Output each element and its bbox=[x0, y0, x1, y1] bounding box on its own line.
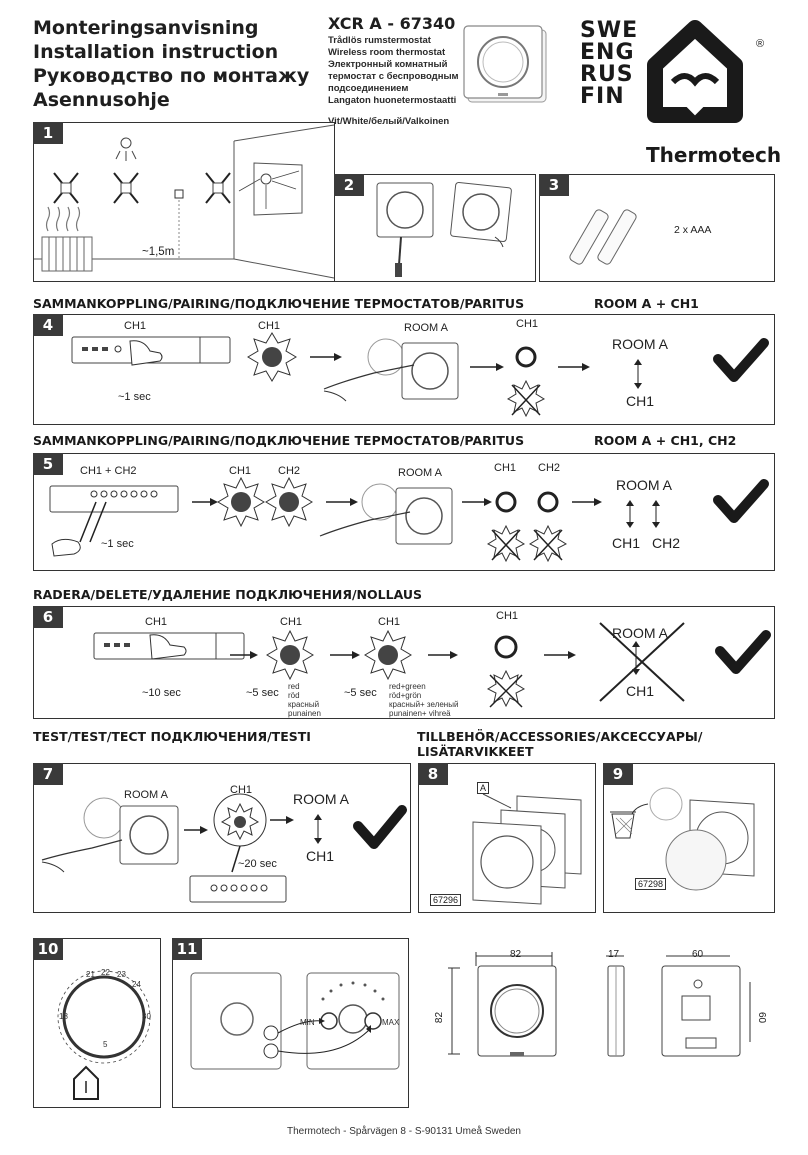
registered-mark: ® bbox=[756, 38, 765, 50]
step-5-room-label: ROOM A bbox=[398, 467, 443, 479]
step-5-pairing-illustration bbox=[49, 476, 769, 563]
brand-name: Thermotech bbox=[646, 143, 782, 167]
step-4-room-result: ROOM A bbox=[612, 336, 669, 352]
step-5-ch1-result: CH1 bbox=[612, 535, 641, 551]
step-5-ch2-result-label: CH2 bbox=[538, 462, 561, 474]
step-number: 7 bbox=[33, 763, 63, 785]
step-6-ch1-redgreen-label: CH1 bbox=[378, 616, 401, 628]
step-7-ch1-label: CH1 bbox=[230, 784, 253, 796]
step-4-room-label: ROOM A bbox=[404, 322, 449, 334]
step-number: 5 bbox=[33, 453, 63, 475]
step-number: 6 bbox=[33, 606, 63, 628]
step-4-ch1-label: CH1 bbox=[124, 320, 147, 332]
step-10-dial-illustration bbox=[57, 970, 151, 1100]
dimension-mount-width: 60 bbox=[692, 949, 704, 960]
title-russian: Руководство по монтажу bbox=[33, 65, 310, 87]
step-4-ch1-result: CH1 bbox=[626, 393, 655, 409]
step-number: 2 bbox=[334, 174, 364, 196]
mount-height-label: ~1,5m bbox=[142, 246, 175, 258]
product-description: Trådlös rumstermostat Wireless room ther… bbox=[328, 35, 459, 106]
section-pairing-single: SAMMANKOPPLING/PAIRING/ПОДКЛЮЧЕНИЕ ТЕРМО… bbox=[33, 296, 525, 311]
step-6-ch1-result: CH1 bbox=[626, 683, 655, 699]
section-test: TEST/TEST/ТЕСТ ПОДКЛЮЧЕНИЯ/TESTI bbox=[33, 729, 311, 744]
step-number: 10 bbox=[33, 938, 63, 960]
title-finnish: Asennusohje bbox=[33, 89, 170, 111]
cover-accessory-code: 67298 bbox=[635, 878, 667, 890]
step-11-limit-setting-illustration bbox=[190, 972, 400, 1070]
step-6-redgreen-colors: red+green röd+grön красный+ зеленый puna… bbox=[389, 682, 459, 718]
section-pairing-single-target: ROOM A + CH1 bbox=[594, 296, 699, 311]
footer-address: Thermotech - Spårvägen 8 - S-90131 Umeå … bbox=[286, 1126, 521, 1137]
dimension-width: 82 bbox=[510, 949, 522, 960]
step-6-ch1-label: CH1 bbox=[145, 616, 168, 628]
step-9-cover-replace-illustration bbox=[610, 787, 755, 891]
accessory-a-tag: A bbox=[477, 782, 490, 794]
section-accessories: TILLBEHÖR/ACCESSORIES/АКСЕССУАРЫ/ bbox=[417, 729, 703, 744]
step-5-room-result: ROOM A bbox=[616, 477, 673, 493]
step-6-ch1-red-label: CH1 bbox=[280, 616, 303, 628]
step-7-room-label: ROOM A bbox=[124, 789, 169, 801]
step-number: 3 bbox=[539, 174, 569, 196]
step-number: 8 bbox=[418, 763, 448, 785]
step-7-ch1-result: CH1 bbox=[306, 848, 335, 864]
dial-mark-23: 23 bbox=[117, 970, 126, 979]
step-5-ch1-result-label: CH1 bbox=[494, 462, 517, 474]
step-6-hold-time: ~10 sec bbox=[142, 687, 181, 699]
product-title: XCR A - 67340 bbox=[328, 14, 456, 33]
step-number: 9 bbox=[603, 763, 633, 785]
step-5-ch12-label: CH1 + CH2 bbox=[80, 465, 137, 477]
house-heart-logo-icon bbox=[647, 20, 743, 123]
step-6-ch1-result-label: CH1 bbox=[496, 610, 519, 622]
step-7-hold-time: ~20 sec bbox=[238, 858, 277, 870]
language-logo: SWE ENG RUS FIN bbox=[580, 18, 639, 109]
step-4-pairing-illustration bbox=[71, 332, 769, 418]
thermostat-product-image bbox=[463, 25, 547, 103]
step-7-room-result: ROOM A bbox=[293, 791, 350, 807]
step-6-panel: 6 bbox=[33, 606, 775, 719]
step-number: 11 bbox=[172, 938, 202, 960]
section-pairing-dual-target: ROOM A + CH1, CH2 bbox=[594, 433, 737, 448]
frame-accessory-code: 67296 bbox=[430, 894, 462, 906]
section-accessories-finnish: LISÄTARVIKKEET bbox=[417, 744, 534, 759]
dimension-drawings bbox=[448, 952, 751, 1057]
max-limit-label: MAX bbox=[382, 1018, 400, 1027]
step-6-red-colors: red röd красный punainen bbox=[288, 682, 321, 718]
step-2-open-cover-illustration bbox=[376, 182, 512, 277]
title-english: Installation instruction bbox=[33, 41, 279, 63]
battery-label: 2 x AAA bbox=[674, 224, 712, 236]
section-pairing-dual: SAMMANKOPPLING/PAIRING/ПОДКЛЮЧЕНИЕ ТЕРМО… bbox=[33, 433, 525, 448]
step-6-redgreen-time: ~5 sec bbox=[344, 687, 377, 699]
step-5-press-time: ~1 sec bbox=[101, 538, 134, 550]
dimension-height: 82 bbox=[434, 1011, 446, 1024]
dial-mark-21: 21 bbox=[86, 970, 95, 979]
step-6-red-time: ~5 sec bbox=[246, 687, 279, 699]
dial-mark-18: 18 bbox=[59, 1012, 68, 1021]
section-delete: RADERA/DELETE/УДАЛЕНИЕ ПОДКЛЮЧЕНИЯ/NOLLA… bbox=[33, 587, 423, 602]
dial-mark-30: 30 bbox=[142, 1012, 151, 1021]
dimension-mount-height: 60 bbox=[756, 1011, 768, 1024]
step-6-room-result: ROOM A bbox=[612, 625, 669, 641]
step-6-delete-illustration bbox=[93, 622, 771, 708]
step-number: 4 bbox=[33, 314, 63, 336]
dial-mark-24: 24 bbox=[132, 980, 141, 989]
min-limit-label: MIN bbox=[300, 1018, 315, 1027]
step-4-press-time: ~1 sec bbox=[118, 391, 151, 403]
dial-mark-22: 22 bbox=[101, 968, 110, 977]
step-5-ch2-result: CH2 bbox=[652, 535, 681, 551]
dial-mark-5: 5 bbox=[103, 1040, 108, 1049]
step-4-ch1-result-label: CH1 bbox=[516, 318, 539, 330]
product-colors: Vit/White/белый/Valkoinen bbox=[328, 116, 450, 127]
step-5-ch1-blink-label: CH1 bbox=[229, 465, 252, 477]
step-8-frame-accessory-illustration bbox=[472, 793, 582, 905]
dimension-depth: 17 bbox=[608, 949, 620, 960]
step-number: 1 bbox=[33, 122, 63, 144]
step-1-placement-illustration bbox=[34, 124, 335, 279]
title-swedish: Monteringsanvisning bbox=[33, 17, 259, 39]
step-4-ch1-blink-label: CH1 bbox=[258, 320, 281, 332]
battery-icon bbox=[569, 209, 637, 265]
step-7-test-illustration bbox=[41, 793, 407, 903]
step-5-ch2-blink-label: CH2 bbox=[278, 465, 301, 477]
